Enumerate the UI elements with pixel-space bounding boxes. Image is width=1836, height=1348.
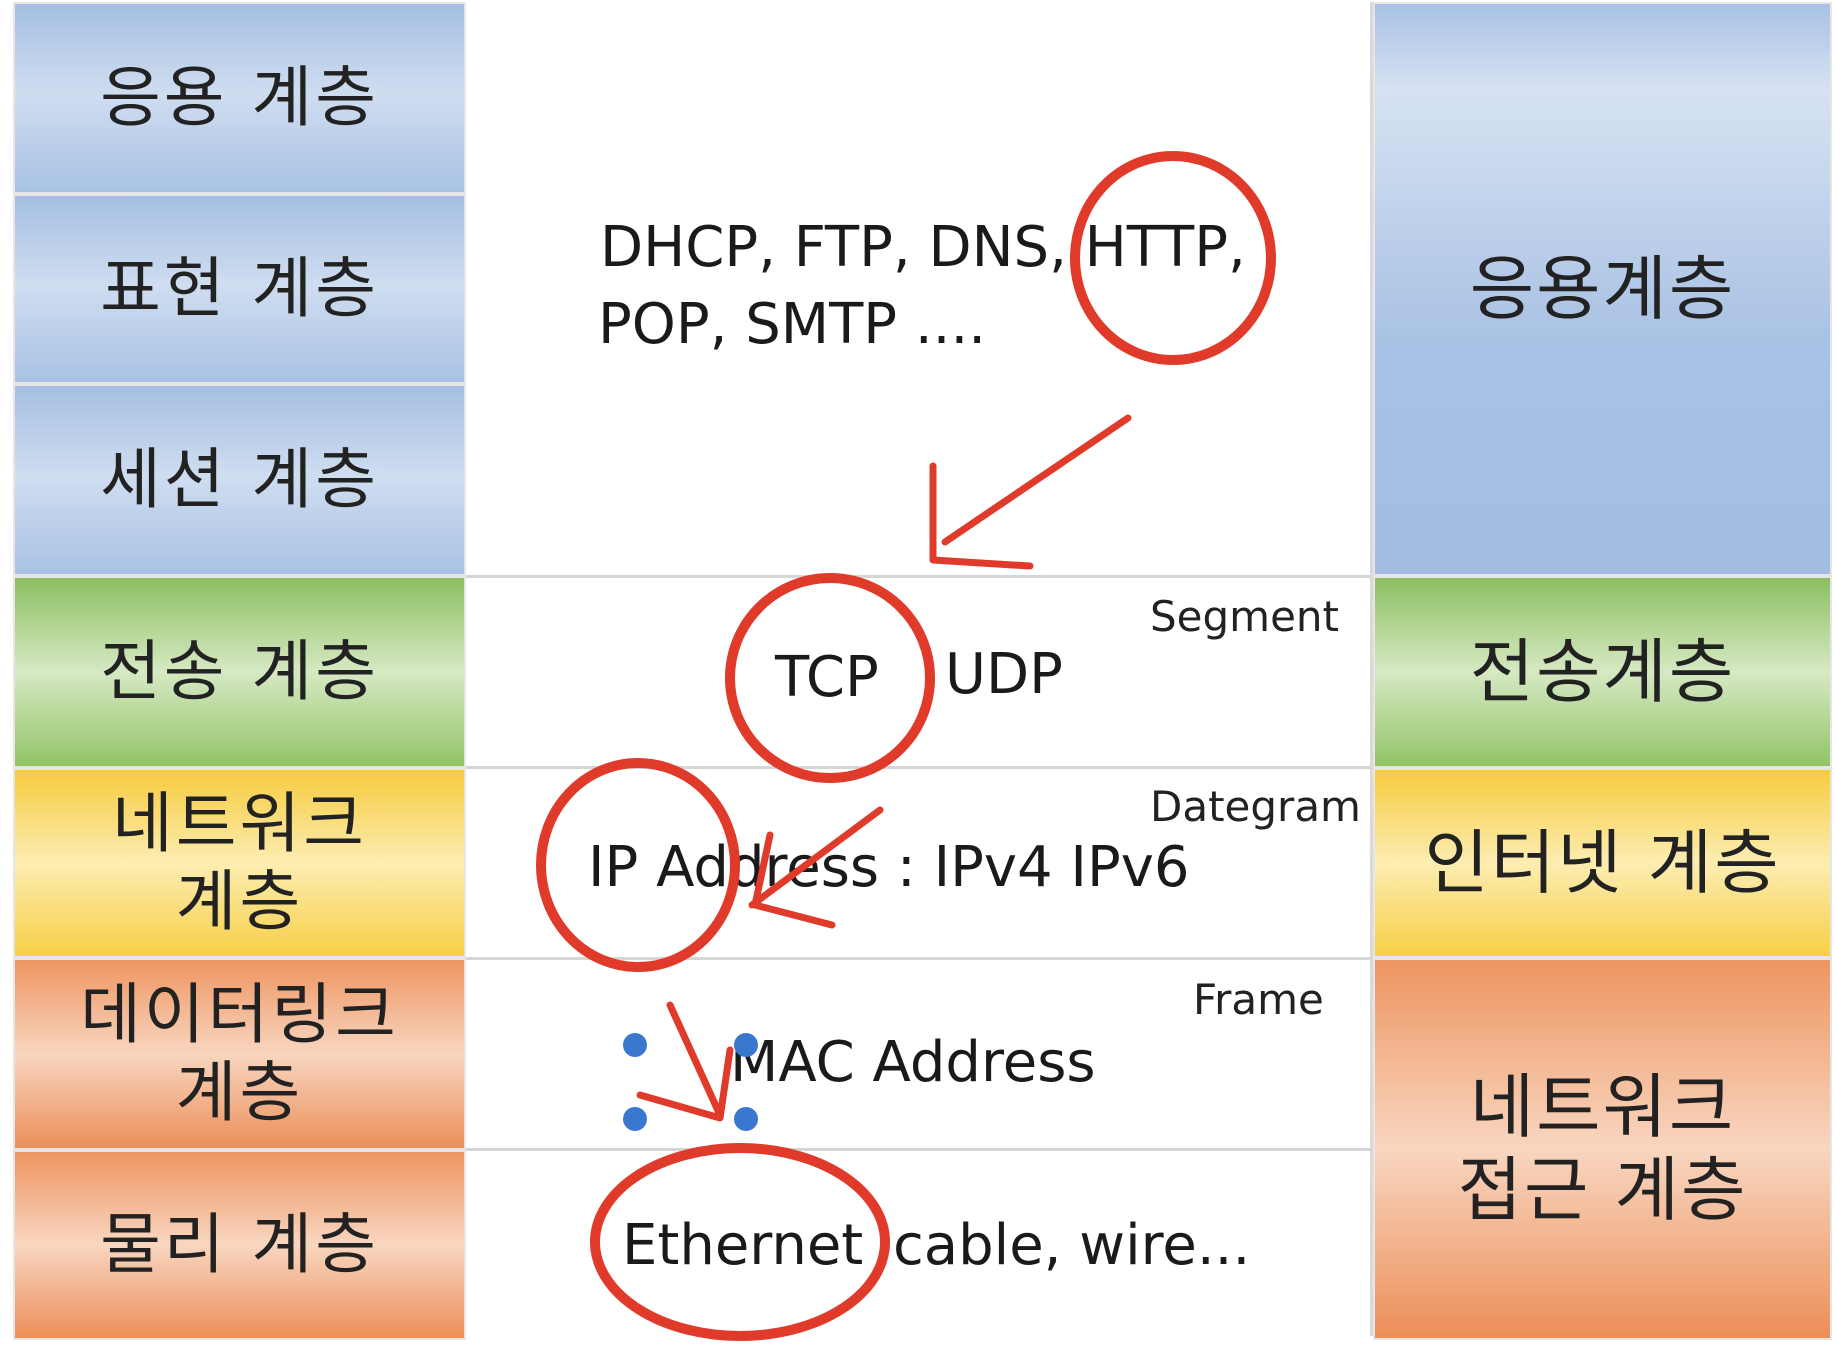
osi-application-layer: 응용 계층	[13, 2, 466, 194]
datagram-label: Dategram	[1150, 782, 1361, 831]
segment-label: Segment	[1150, 592, 1339, 641]
cable-wire-protocol: cable, wire...	[893, 1213, 1251, 1278]
application-protocols-line2: POP, SMTP ....	[598, 292, 987, 357]
tcpip-transport-label: 전송계층	[1469, 630, 1736, 713]
mac-address-protocol: MAC Address	[730, 1030, 1096, 1095]
osi-application-label: 응용 계층	[100, 59, 379, 137]
osi-presentation-layer: 표현 계층	[13, 194, 466, 384]
arrow-tcp-to-ip	[748, 806, 884, 929]
ethernet-highlight-circle	[590, 1143, 890, 1341]
tcp-highlight-circle	[725, 573, 935, 783]
tcp-protocol: TCP	[775, 645, 879, 710]
osi-presentation-label: 표현 계층	[100, 250, 379, 328]
osi-datalink-layer: 데이터링크 계층	[13, 958, 466, 1150]
http-highlight-circle	[1070, 151, 1276, 365]
tcpip-application-label: 응용계층	[1469, 247, 1736, 330]
frame-label: Frame	[1193, 975, 1324, 1024]
row-divider	[466, 957, 1373, 960]
tcpip-internet-label: 인터넷 계층	[1424, 821, 1781, 904]
ip-address-protocol: IP Address : IPv4 IPv6	[588, 835, 1190, 900]
osi-session-layer: 세션 계층	[13, 384, 466, 576]
osi-physical-layer: 물리 계층	[13, 1150, 466, 1340]
tcpip-application-layer: 응용계층	[1373, 2, 1832, 576]
osi-network-label: 네트워크 계층	[112, 785, 367, 940]
tcpip-network-access-layer: 네트워크 접근 계층	[1373, 958, 1832, 1340]
udp-protocol: UDP	[945, 642, 1063, 707]
osi-transport-label: 전송 계층	[100, 633, 379, 711]
arrow-http-to-tcp	[929, 414, 1132, 570]
selection-handle	[734, 1107, 758, 1131]
row-divider	[466, 1148, 1373, 1151]
tcpip-network-access-label: 네트워크 접근 계층	[1457, 1066, 1748, 1231]
selection-handle	[623, 1033, 647, 1057]
selection-handle	[623, 1107, 647, 1131]
ethernet-protocol: Ethernet	[622, 1213, 864, 1278]
ip-highlight-circle	[536, 758, 740, 972]
arrow-ip-to-ethernet	[636, 1001, 734, 1122]
osi-session-label: 세션 계층	[100, 441, 379, 519]
osi-transport-layer: 전송 계층	[13, 576, 466, 768]
tcpip-internet-layer: 인터넷 계층	[1373, 768, 1832, 958]
tcpip-transport-layer: 전송계층	[1373, 576, 1832, 768]
row-divider	[466, 766, 1373, 769]
row-divider	[466, 575, 1373, 578]
selection-handle	[734, 1033, 758, 1057]
osi-datalink-label: 데이터링크 계층	[80, 976, 399, 1131]
protocol-column	[466, 2, 1373, 1336]
osi-physical-label: 물리 계층	[100, 1206, 379, 1284]
osi-network-layer: 네트워크 계층	[13, 768, 466, 958]
application-protocols-line1: DHCP, FTP, DNS, HTTP,	[600, 215, 1246, 280]
